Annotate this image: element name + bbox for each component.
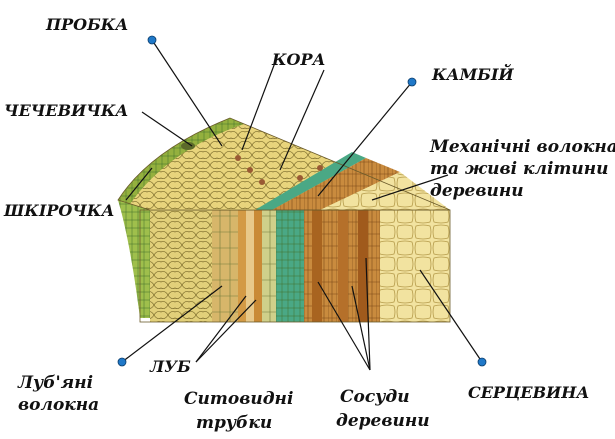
top-face xyxy=(117,117,451,211)
labels: ПРОБКА ЧЕЧЕВИЧКА ШКІРОЧКА КОРА КАМБІЙ Ме… xyxy=(3,15,615,433)
label-kora: КОРА xyxy=(271,50,326,69)
label-sosudy-1: Сосуди xyxy=(340,387,410,407)
label-chechevychka: ЧЕЧЕВИЧКА xyxy=(4,101,128,120)
front-face xyxy=(118,200,451,323)
label-lub: ЛУБ xyxy=(149,357,191,376)
dot-probka xyxy=(147,35,157,45)
wood-vessel-2 xyxy=(338,210,348,322)
label-shkirochka: ШКІРОЧКА xyxy=(3,201,115,220)
label-kambiy: КАМБІЙ xyxy=(431,63,514,84)
label-probka: ПРОБКА xyxy=(45,15,128,34)
wood-vessel-3 xyxy=(358,210,368,322)
dot-sertsevyna xyxy=(477,357,487,367)
label-mech-3: деревини xyxy=(430,181,524,201)
label-sosudy-2: деревини xyxy=(336,411,430,431)
cambium-top xyxy=(255,152,366,210)
sieve-tube-1 xyxy=(238,210,246,322)
label-mech-1: Механічні волокна xyxy=(429,137,615,157)
dot-lubiani xyxy=(117,357,127,367)
label-sytovydni-1: Ситовидні xyxy=(184,389,293,409)
pointer-dots xyxy=(117,35,487,367)
dot-kambiy xyxy=(407,77,417,87)
sieve-tube-2 xyxy=(254,210,262,322)
lenticel xyxy=(181,142,195,150)
label-lubiani-1: Луб'яні xyxy=(17,373,93,393)
label-sytovydni-2: трубки xyxy=(196,413,272,433)
label-mech-2: та живі клітини xyxy=(430,159,609,179)
label-lubiani-2: волокна xyxy=(18,395,99,415)
wood-vessel-1 xyxy=(312,210,322,322)
label-sertsevyna: СЕРЦЕВИНА xyxy=(468,383,589,402)
pointer-lines xyxy=(121,39,483,371)
